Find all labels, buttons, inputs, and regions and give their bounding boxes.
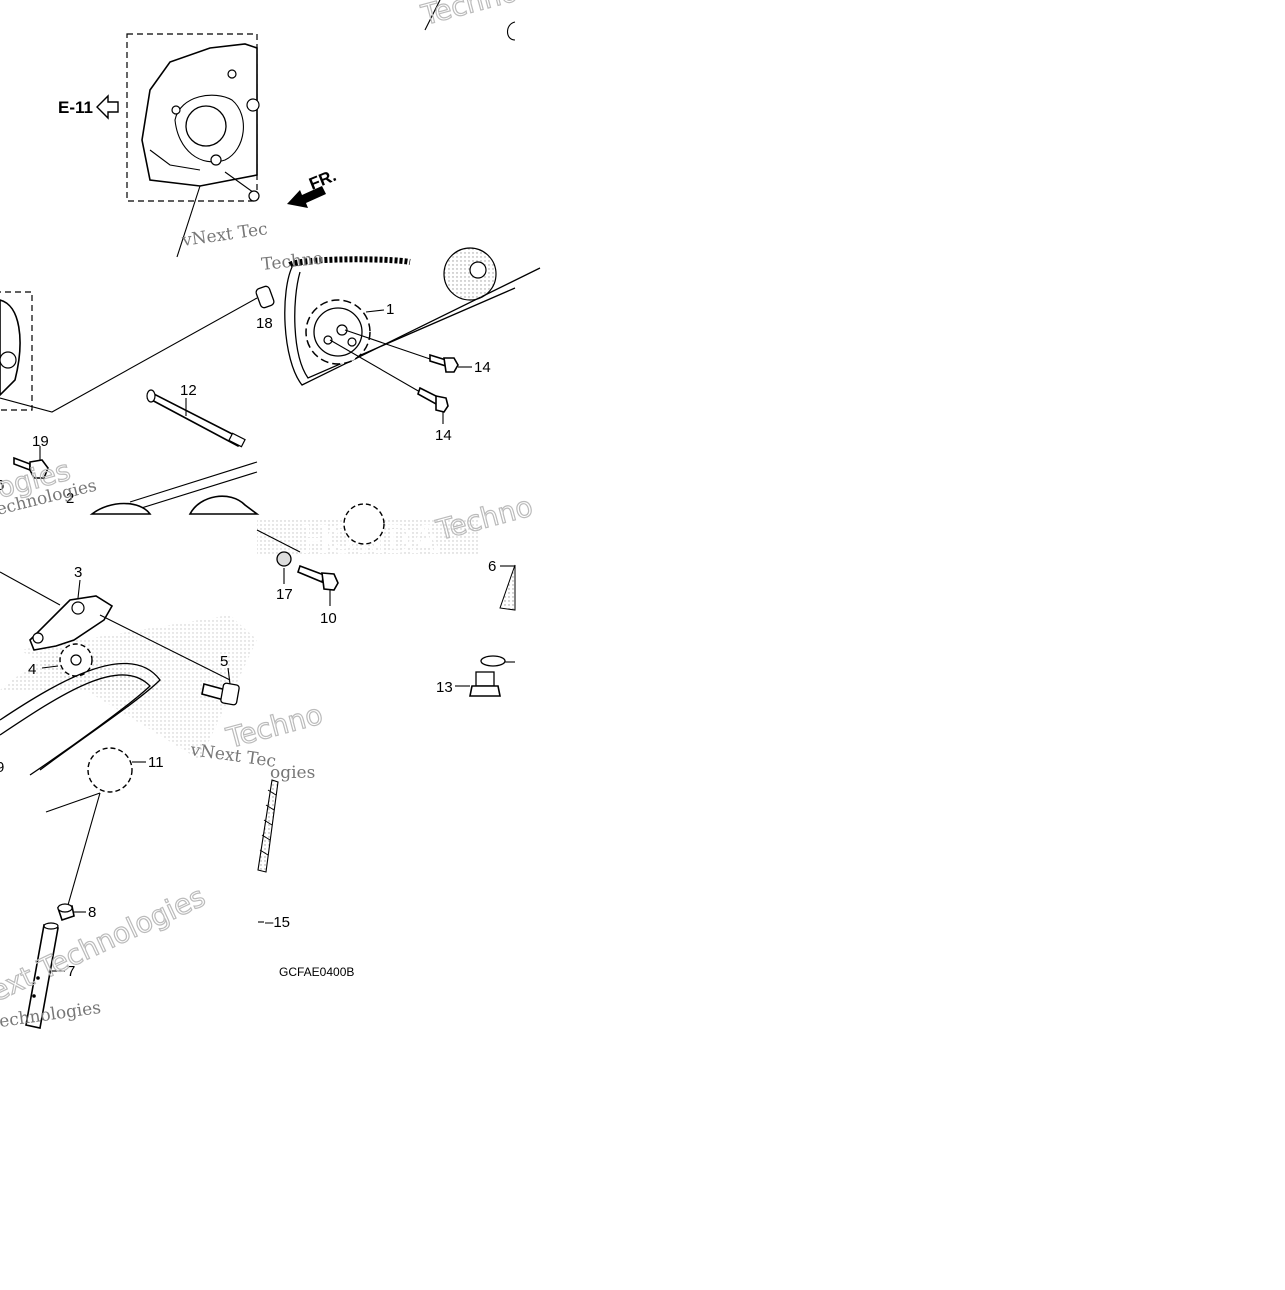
diagram-code: GCFAE0400B	[279, 965, 354, 979]
callout-19: 19	[32, 433, 49, 450]
washer-17-icon	[276, 551, 292, 567]
bolt-19-icon	[13, 456, 49, 479]
tile-top-right: Techno FR.	[287, 0, 522, 208]
sprocket-11-icon	[87, 747, 133, 793]
bolt-14a-icon	[429, 353, 459, 373]
watermark-text: Techno	[417, 0, 521, 32]
callout-1: 1	[386, 301, 394, 318]
tile-bolts: HONDA 17 10 6 13 Techno	[256, 489, 537, 697]
callout-5: 5	[220, 653, 228, 670]
tile-crankcase: E-11 vNext Tec	[58, 33, 269, 258]
idler-sprocket-4-icon	[59, 643, 93, 677]
crankcase-cover-icon	[141, 43, 260, 187]
callout-6: 6	[0, 477, 4, 494]
pushrod-7-icon	[25, 922, 59, 1029]
collar-18-icon	[255, 285, 275, 309]
front-direction-label: FR.	[306, 166, 339, 194]
tile-spring: –15 ogies GCFAE0400B	[257, 763, 354, 979]
callout-7: 7	[67, 963, 75, 980]
watermark-text: Techno	[260, 249, 323, 275]
callout-12: 12	[180, 382, 197, 399]
spring-15-icon	[257, 779, 279, 873]
callout-6b: 6	[488, 558, 496, 575]
tensioner-arm-3-icon	[29, 595, 114, 651]
drain-plug-13-icon	[469, 655, 506, 697]
callout-15: –15	[265, 914, 290, 931]
cap-8-icon	[56, 903, 75, 922]
callout-9: 9	[0, 759, 4, 776]
watermark-text: Techno	[432, 490, 536, 547]
pin-5-icon	[201, 682, 240, 706]
callout-11: 11	[148, 754, 164, 771]
watermark-text: vNext Tec	[180, 219, 269, 251]
callout-4: 4	[28, 661, 36, 678]
reference-e11-label: E-11	[58, 98, 93, 117]
watermark-text: ext Technologies	[0, 880, 210, 1008]
spring-6-icon	[499, 564, 516, 611]
bolt-10-icon	[297, 564, 339, 591]
callout-14a: 14	[474, 359, 491, 376]
watermark-text: echnologies	[0, 998, 102, 1032]
flywheel-icon	[443, 247, 497, 301]
tile-cam-shaft: 12 19 6 2 echnologies ogies	[0, 291, 260, 520]
watermark-text: Techno	[222, 698, 326, 755]
callout-17: 17	[276, 586, 293, 603]
callout-10: 10	[320, 610, 337, 627]
tile-rod: 8 7 ext Technologies echnologies	[0, 792, 211, 1032]
shaft-12-icon	[146, 389, 246, 448]
tile-sprocket: 18 1 14 14 Techno	[255, 247, 541, 444]
callout-3: 3	[74, 564, 82, 581]
front-direction-arrow-icon	[287, 186, 326, 208]
callout-8: 8	[88, 904, 96, 921]
bolt-14b-icon	[417, 386, 449, 413]
watermark-text: ogies	[270, 763, 315, 783]
drive-sprocket-icon	[305, 299, 371, 365]
arrow-left-icon	[96, 94, 119, 120]
callout-13: 13	[436, 679, 453, 696]
callout-2: 2	[66, 490, 74, 507]
sprocket-partial-icon	[343, 503, 385, 545]
callout-18: 18	[256, 315, 273, 332]
tile-tensioner: 3 4 5 11 9 vNext Tec Techno	[0, 564, 327, 793]
callout-14b: 14	[435, 427, 452, 444]
